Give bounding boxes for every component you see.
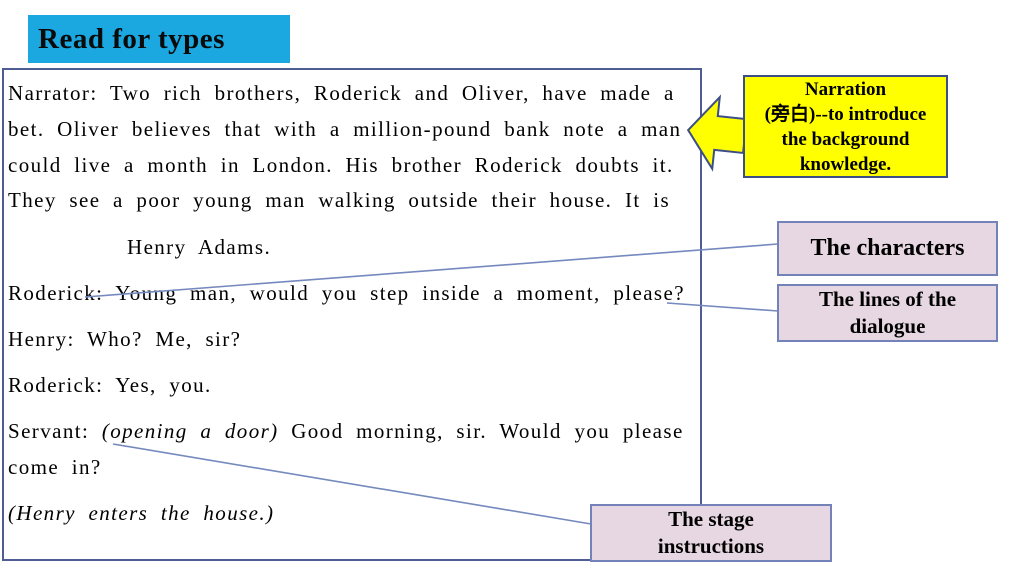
narration-text-line: knowledge.	[799, 153, 892, 175]
slide-title-box: Read for types	[28, 15, 290, 63]
narration-text-line: Narration	[804, 78, 887, 100]
script-text: Roderick: Young man, would you step insi…	[8, 281, 685, 305]
dialogue-label: The lines of the dialogue	[818, 287, 957, 338]
dialogue-label-box: The lines of the dialogue	[777, 284, 998, 342]
script-line-henry-1: Henry: Who? Me, sir?	[8, 321, 241, 357]
script-line-narrator-3: could live a month in London. His brothe…	[8, 147, 674, 183]
stage-label: The stage instructions	[657, 507, 765, 558]
script-line-henry-enters: (Henry enters the house.)	[8, 495, 274, 531]
stage-direction-text: (opening a door)	[101, 419, 279, 443]
stage-label-box: The stage instructions	[590, 504, 832, 562]
narration-text-line: the background	[781, 128, 910, 150]
script-line-narrator-2: bet. Oliver believes that with a million…	[8, 111, 681, 147]
script-text: Good morning, sir. Would you please	[278, 419, 684, 443]
script-text: bet. Oliver believes that with a million…	[8, 117, 682, 141]
script-text: Henry: Who? Me, sir?	[8, 327, 242, 351]
script-line-henry-adams: Henry Adams.	[127, 229, 271, 265]
narration-text-line: (旁白)--to introduce	[764, 103, 927, 125]
script-line-narrator-4: They see a poor young man walking outsid…	[8, 182, 670, 218]
script-text: They see a poor young man walking outsid…	[8, 188, 671, 212]
characters-label: The characters	[810, 235, 965, 261]
page-title: Read for types	[38, 22, 225, 55]
characters-label-box: The characters	[777, 221, 998, 276]
script-line-servant: Servant: (opening a door) Good morning, …	[8, 413, 684, 449]
narration-callout: Narration (旁白)--to introduce the backgro…	[743, 75, 948, 178]
script-text: could live a month in London. His brothe…	[8, 153, 674, 177]
script-line-roderick-1: Roderick: Young man, would you step insi…	[8, 275, 685, 311]
script-text: Narrator: Two rich brothers, Roderick an…	[8, 81, 675, 105]
stage-direction-text: (Henry enters the house.)	[8, 501, 275, 525]
script-text: Henry Adams.	[127, 235, 272, 259]
script-line-roderick-2: Roderick: Yes, you.	[8, 367, 212, 403]
script-line-narrator-1: Narrator: Two rich brothers, Roderick an…	[8, 75, 675, 111]
script-text: Roderick: Yes, you.	[8, 373, 212, 397]
script-text: Servant:	[8, 419, 102, 443]
script-text: come in?	[8, 455, 102, 479]
script-line-servant-2: come in?	[8, 449, 102, 485]
